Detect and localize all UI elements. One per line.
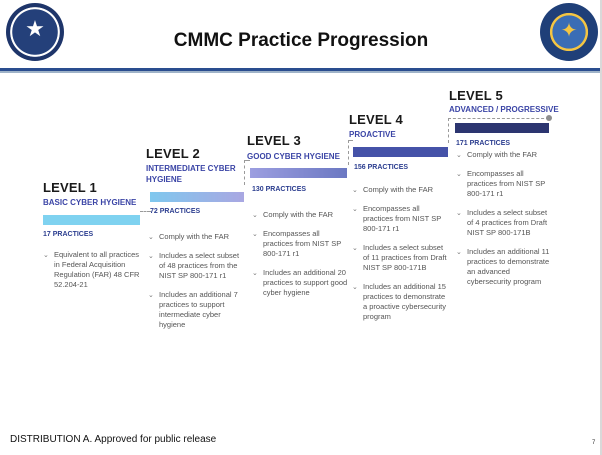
list-item: ⌄Comply with the FAR [252,210,334,219]
list-item: ⌄Equivalent to all practices in Federal … [43,250,140,289]
level-4-title: LEVEL 4 [349,112,403,127]
list-item: ⌄Encompasses all practices from NIST SP … [252,229,342,258]
level-1-count: 17 PRACTICES [43,231,94,238]
chevron-down-icon: ⌄ [352,283,358,291]
level-2-bullets: ⌄Comply with the FAR ⌄Includes a select … [148,232,246,339]
chevron-down-icon: ⌄ [456,248,462,256]
level-5-count: 171 PRACTICES [456,140,511,147]
list-item: ⌄Includes a select subset of 11 practice… [352,243,447,272]
level-2-title: LEVEL 2 [146,146,200,161]
level-3-title: LEVEL 3 [247,133,301,148]
chevron-down-icon: ⌄ [456,151,462,159]
level-3-count: 130 PRACTICES [252,186,307,193]
list-item: ⌄Includes an additional 7 practices to s… [148,290,238,329]
list-item: ⌄Comply with the FAR [352,185,434,194]
chevron-down-icon: ⌄ [148,233,154,241]
level-2-subtitle: INTERMEDIATE CYBER HYGIENE [146,164,236,184]
step-connector-1 [140,211,150,212]
level-3-subtitle: GOOD CYBER HYGIENE [247,152,340,161]
list-item: ⌄Includes an additional 11 practices to … [456,247,550,286]
level-2-bar [150,192,244,202]
header: ★ CMMC Practice Progression ✦ [0,0,602,70]
level-4-subtitle: PROACTIVE [349,130,396,139]
header-rule [0,68,602,71]
chevron-down-icon: ⌄ [252,211,258,219]
list-item: ⌄Includes a select subset of 4 practices… [456,208,548,237]
chevron-down-icon: ⌄ [456,209,462,217]
header-rule-secondary [0,71,602,73]
chevron-down-icon: ⌄ [252,230,258,238]
progression-end-dot [546,115,552,121]
list-item: ⌄Includes an additional 20 practices to … [252,268,348,297]
level-2-count: 72 PRACTICES [150,208,201,215]
list-item: ⌄Comply with the FAR [148,232,230,241]
chevron-down-icon: ⌄ [352,186,358,194]
list-item: ⌄Encompasses all practices from NIST SP … [352,204,442,233]
level-4-count: 156 PRACTICES [354,164,409,171]
chevron-down-icon: ⌄ [148,291,154,299]
step-connector-4 [448,118,549,143]
step-connector-1b [150,211,151,212]
level-5-bullets: ⌄Comply with the FAR ⌄Encompasses all pr… [456,150,552,296]
level-1-bar [43,215,140,225]
chevron-down-icon: ⌄ [352,244,358,252]
slide-edge [600,0,602,455]
level-3-bar [250,168,347,178]
list-item: ⌄Includes an additional 15 practices to … [352,282,446,321]
level-5-subtitle: ADVANCED / PROGRESSIVE [449,105,559,114]
level-1-bullets: ⌄Equivalent to all practices in Federal … [43,250,143,299]
list-item: ⌄Includes a select subset of 48 practice… [148,251,240,280]
chevron-down-icon: ⌄ [43,251,49,259]
level-3-bullets: ⌄Comply with the FAR ⌄Encompasses all pr… [252,210,350,307]
page-title: CMMC Practice Progression [173,30,429,51]
chevron-down-icon: ⌄ [148,252,154,260]
level-1-subtitle: BASIC CYBER HYGIENE [43,198,137,207]
chevron-down-icon: ⌄ [252,269,258,277]
chevron-down-icon: ⌄ [456,170,462,178]
step-connector-3 [348,140,353,165]
level-1-title: LEVEL 1 [43,180,97,195]
level-4-bullets: ⌄Comply with the FAR ⌄Encompasses all pr… [352,185,448,331]
level-5-title: LEVEL 5 [449,88,503,103]
chevron-down-icon: ⌄ [352,205,358,213]
list-item: ⌄Comply with the FAR [456,150,538,159]
page-number: 7 [592,440,596,446]
step-connector-2 [244,160,250,185]
distribution-statement: DISTRIBUTION A. Approved for public rele… [10,434,217,445]
level-5-bar [455,123,549,133]
level-4-bar [353,147,448,157]
list-item: ⌄Encompasses all practices from NIST SP … [456,169,546,198]
dod-seal-icon: ✦ [540,3,598,61]
cmmc-seal-icon: ★ [6,3,64,61]
